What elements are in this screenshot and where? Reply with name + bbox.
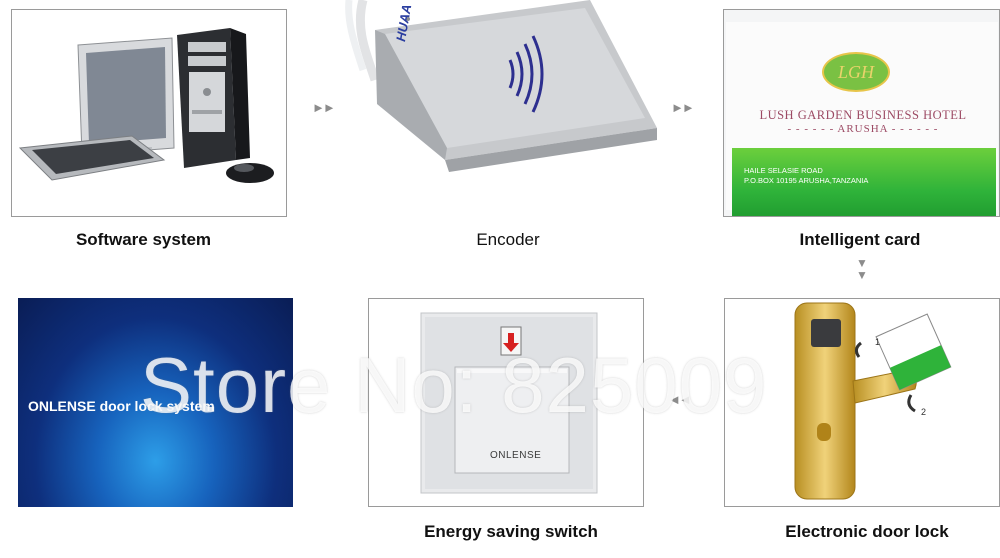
flow-arrow-right-2: ►► (671, 100, 695, 115)
software-system-panel (11, 9, 287, 217)
card-address-line-1: HAILE SELASIE ROAD (744, 166, 823, 175)
switch-brand-label: ONLENSE (490, 450, 542, 461)
flow-arrow-left: ◄◄ (668, 392, 692, 407)
flow-arrow-down-2: ▼ (856, 268, 868, 282)
energy-switch-panel: ONLENSE (368, 298, 644, 507)
encoder-panel: HUAA (345, 0, 657, 172)
hotel-logo: LGH (822, 52, 890, 92)
card-green-band: HAILE SELASIE ROAD P.O.BOX 10195 ARUSHA,… (732, 148, 996, 216)
hotel-card: LGH LUSH GARDEN BUSINESS HOTEL - - - - -… (726, 22, 998, 216)
onlense-system-title: ONLENSE door lock system (28, 398, 215, 414)
flow-arrow-down-1: ▼ (856, 256, 868, 270)
computer-illustration (18, 28, 274, 183)
lock-step-1: 1 (875, 337, 881, 347)
energy-switch-caption: Energy saving switch (424, 522, 598, 541)
lock-step-2: 2 (921, 407, 927, 417)
door-lock-panel: 1 2 (724, 298, 1000, 507)
intelligent-card-panel: LGH LUSH GARDEN BUSINESS HOTEL - - - - -… (723, 9, 1000, 217)
onlense-system-panel: ONLENSE door lock system (18, 298, 293, 507)
flow-arrow-right-1: ►► (312, 100, 336, 115)
hotel-city: - - - - - - ARUSHA - - - - - - (787, 123, 939, 135)
switch-illustration (420, 312, 598, 494)
door-lock-caption: Electronic door lock (785, 522, 949, 541)
door-lock-illustration (794, 302, 952, 500)
card-address-line-2: P.O.BOX 10195 ARUSHA,TANZANIA (744, 176, 869, 185)
intelligent-card-caption: Intelligent card (799, 230, 921, 249)
encoder-illustration (345, 0, 657, 172)
encoder-caption: Encoder (476, 230, 540, 249)
onlense-blue-background (18, 298, 293, 507)
software-system-caption: Software system (75, 230, 212, 249)
hotel-name: LUSH GARDEN BUSINESS HOTEL (759, 108, 967, 122)
